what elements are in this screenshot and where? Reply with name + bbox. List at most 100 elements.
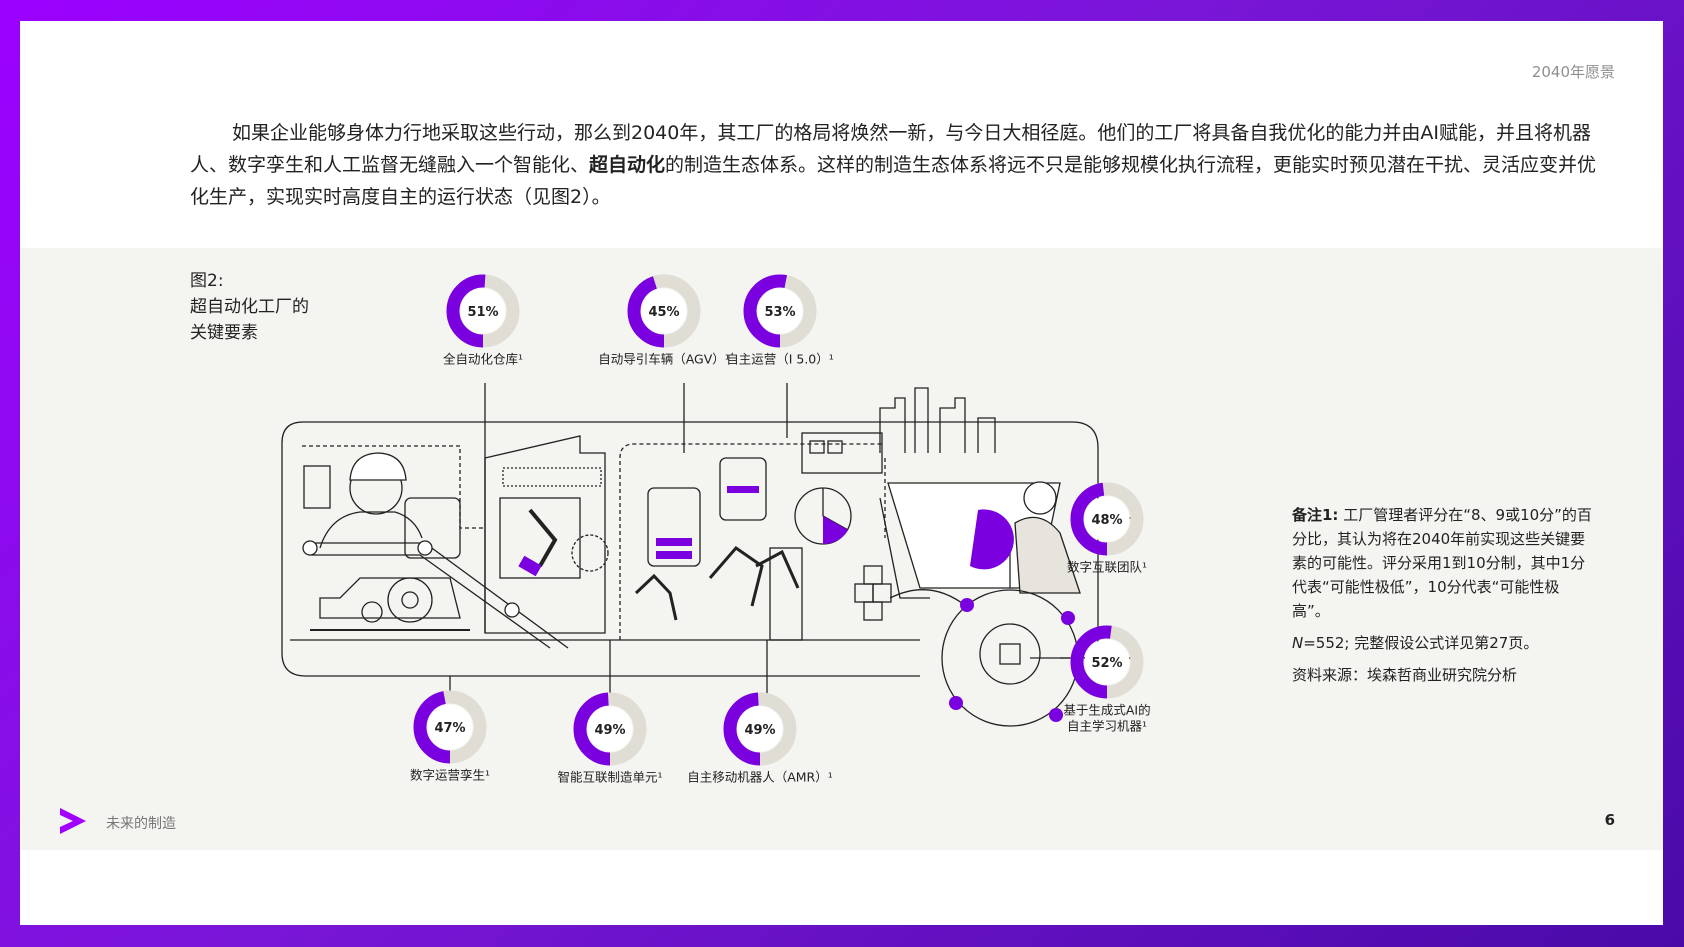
donut-center: [757, 288, 803, 334]
conveyor-roller: [302, 540, 318, 556]
agv-unit: [647, 487, 701, 567]
screen-tile: [827, 440, 843, 454]
donut-center: [641, 288, 687, 334]
loader-vehicle: [319, 577, 461, 619]
figure-title-line: 图2:: [190, 271, 224, 291]
city-skyline: [879, 387, 996, 453]
factory-illustration: 51% 全自动化仓库¹ 45% 自动导引车辆（AGV）¹ 53% 自主运营（I 5.0）¹…: [281, 274, 1151, 785]
loader-wheel: [401, 591, 419, 609]
donut-percent: 45%: [648, 305, 679, 320]
donut-percent: 48%: [1091, 513, 1122, 528]
conveyor-roller: [504, 602, 520, 618]
donut-value-arc: [1070, 625, 1144, 699]
battery-cell: [727, 486, 759, 493]
donut-center: [587, 706, 633, 752]
donut-label: 数字运营孪生¹: [410, 768, 490, 783]
worker-console: [404, 497, 461, 559]
donut-center: [737, 706, 783, 752]
note-1-text: 工厂管理者评分在“8、9或10分”的百分比，其认为将在2040年前实现这些关键要…: [1292, 506, 1592, 620]
footer-title: 未来的制造: [106, 816, 176, 832]
donut-value-arc: [627, 274, 701, 348]
node-dot: [949, 696, 963, 710]
package-icon: [518, 555, 542, 577]
donut-value-arc: [1070, 482, 1144, 556]
figure-panel: 图2: 超自动化工厂的 关键要素: [20, 248, 1663, 850]
analyst-body: [1014, 516, 1081, 594]
cube-icon: [872, 583, 892, 603]
loader-wheel: [361, 601, 383, 623]
donut-value-arc: [743, 274, 817, 348]
analyst-head: [1023, 481, 1057, 515]
node-dot: [1061, 611, 1075, 625]
note-1-label: 备注1:: [1292, 506, 1339, 524]
intro-paragraph: 如果企业能够身体力行地采取这些行动，那么到2040年，其工厂的格局将焕然一新，与…: [190, 117, 1610, 213]
section-label: 2040年愿景: [1531, 63, 1615, 81]
cube-icon: [863, 601, 883, 621]
donut-value-arc: [446, 274, 520, 348]
report-page: 2040年愿景 如果企业能够身体力行地采取这些行动，那么到2040年，其工厂的格…: [20, 21, 1663, 925]
machine-column: [769, 547, 803, 641]
donut-chart: 49% 智能互联制造单元¹: [557, 692, 663, 785]
conveyor-roller: [417, 540, 433, 556]
donut-center: [460, 288, 506, 334]
donut-label: 数字互联团队¹: [1067, 560, 1147, 575]
donut-label: 自主移动机器人（AMR）¹: [687, 770, 833, 785]
donut-percent: 49%: [744, 723, 775, 738]
donut-percent: 52%: [1091, 656, 1122, 671]
donut-center: [1084, 496, 1130, 542]
intro-text-end: 的制造生态体系。这样的制造生态体系将远不只是能够规模化执行流程，更能实时预见潜在…: [190, 154, 1597, 208]
robot-arm: [708, 546, 764, 607]
figure-notes: 备注1: 工厂管理者评分在“8、9或10分”的百分比，其认为将在2040年前实现…: [1292, 503, 1592, 695]
donut-center: [427, 704, 473, 750]
node-dot: [1049, 708, 1063, 722]
donut-percent: 47%: [434, 721, 465, 736]
donut-percent: 51%: [467, 305, 498, 320]
chip-icon: [999, 643, 1021, 665]
donut-chart: 45% 自动导引车辆（AGV）¹: [598, 274, 730, 367]
donut-center: [1084, 639, 1130, 685]
tablet-highlight: [970, 509, 1014, 570]
robot-arm: [634, 573, 678, 621]
loader-wheel: [387, 577, 433, 623]
donut-value-arc: [573, 692, 647, 766]
diagonal-conveyor: [310, 554, 551, 649]
donut-label: 智能互联制造单元¹: [557, 770, 662, 785]
robot-arm: [528, 508, 558, 567]
donut-chart: 47% 数字运营孪生¹: [410, 690, 490, 783]
brain-icon: [979, 623, 1041, 685]
tablet-stack: [879, 497, 930, 599]
dashed-line: [619, 443, 882, 640]
agv-unit: [719, 457, 767, 521]
donut-label: 全自动化仓库¹: [443, 352, 523, 367]
donut-chart: 51% 全自动化仓库¹: [443, 274, 523, 367]
donut-label: 基于生成式AI的: [1063, 703, 1150, 718]
donut-label: 自主学习机器¹: [1067, 719, 1147, 734]
cube-icon: [863, 565, 883, 585]
worker-body: [319, 511, 423, 549]
figure-title-line: 关键要素: [190, 323, 258, 343]
source-note: 资料来源：埃森哲商业研究院分析: [1292, 666, 1518, 684]
note-1: 备注1: 工厂管理者评分在“8、9或10分”的百分比，其认为将在2040年前实现…: [1292, 503, 1592, 623]
donut-value-arc: [723, 692, 797, 766]
factory-building: [484, 435, 606, 634]
donut-percent: 49%: [594, 723, 625, 738]
donut-chart: 53% 自主运营（I 5.0）¹: [726, 274, 834, 367]
donut-label: 自主运营（I 5.0）¹: [726, 352, 834, 367]
pie-slice: [823, 516, 848, 545]
accenture-chevron-logo: [60, 808, 86, 834]
battery-cell: [656, 551, 692, 559]
screen-tile: [809, 440, 825, 454]
page-number: 6: [1604, 811, 1615, 829]
donut-percent: 53%: [764, 305, 795, 320]
donut-label: 自动导引车辆（AGV）¹: [598, 352, 730, 367]
dashboard-screen: [801, 432, 883, 474]
cube-icon: [854, 583, 874, 603]
worker-hardhat: [349, 452, 407, 481]
donut-chart: 49% 自主移动机器人（AMR）¹: [687, 692, 833, 785]
figure-title: 图2: 超自动化工厂的 关键要素: [190, 268, 309, 346]
intro-text-bold: 超自动化: [589, 154, 666, 176]
robot-arm: [755, 549, 800, 589]
checklist: [303, 465, 331, 509]
battery-cell: [656, 538, 692, 546]
